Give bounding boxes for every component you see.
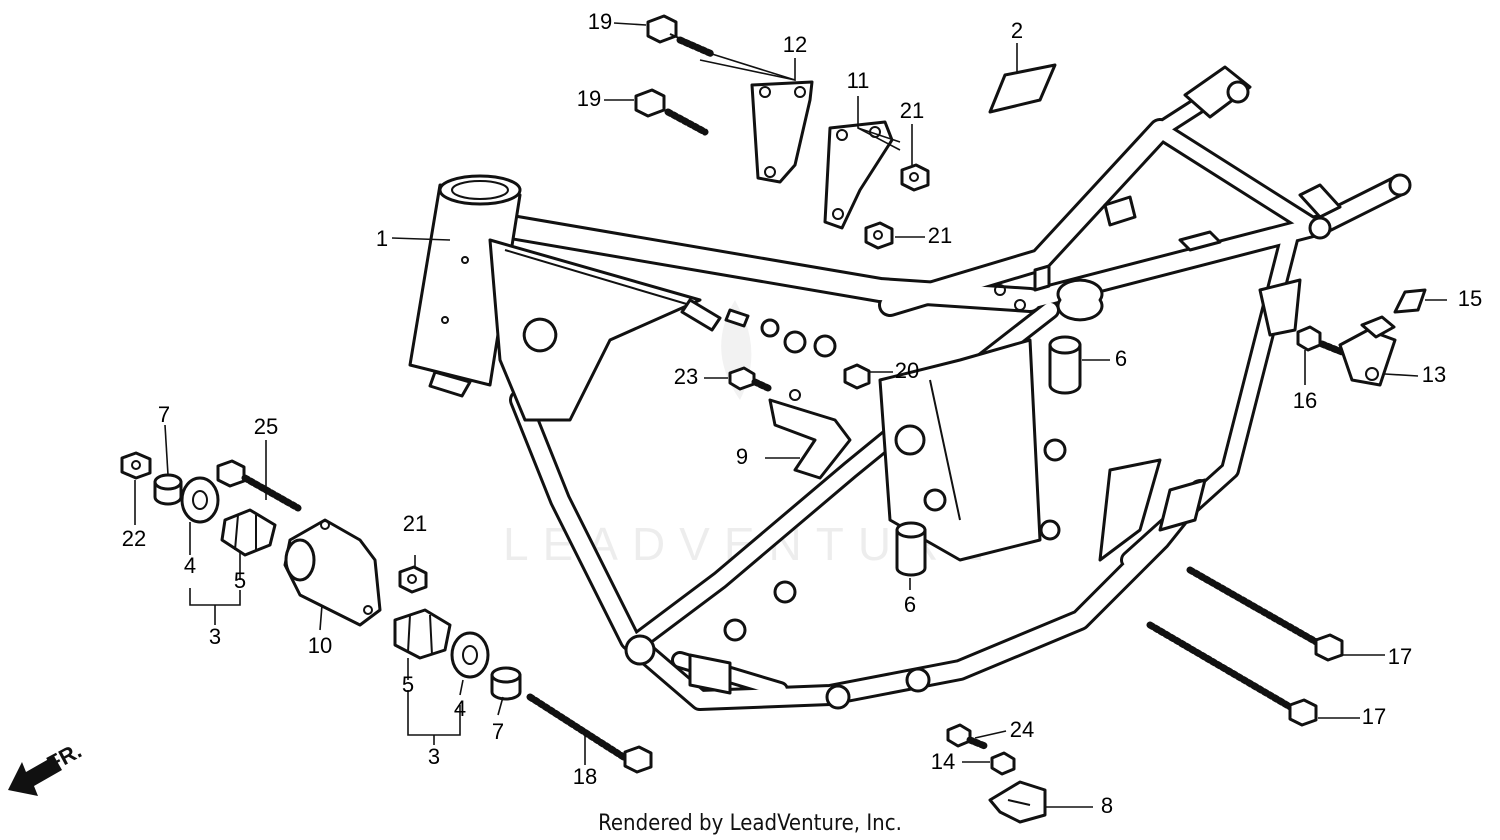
- bracket-13[interactable]: [1338, 315, 1397, 387]
- frame-tubes: [457, 76, 1411, 711]
- callout-24: 24: [1010, 717, 1034, 742]
- callout-1: 1: [376, 226, 388, 251]
- collar-6-upper[interactable]: [1048, 335, 1082, 395]
- steering-head: [408, 174, 702, 422]
- nut-21-lower[interactable]: [398, 565, 428, 594]
- callout-12: 12: [783, 32, 807, 57]
- nut-22[interactable]: [120, 451, 152, 480]
- callout-5-left: 5: [234, 568, 246, 593]
- callout-10: 10: [308, 633, 332, 658]
- callout-7-right: 7: [492, 719, 504, 744]
- callout-3-left: 3: [209, 624, 221, 649]
- callout-14: 14: [931, 749, 955, 774]
- callout-15: 15: [1458, 286, 1482, 311]
- callout-3-right: 3: [428, 744, 440, 769]
- clamp-9[interactable]: [768, 389, 852, 480]
- callout-23: 23: [674, 364, 698, 389]
- leader-lines: [134, 22, 1447, 808]
- collar-7-right[interactable]: [490, 666, 522, 701]
- bolt-24[interactable]: [946, 723, 989, 750]
- callout-9: 9: [736, 444, 748, 469]
- front-direction-arrow: FR.: [8, 738, 86, 796]
- callout-16: 16: [1293, 388, 1317, 413]
- callout-13: 13: [1422, 362, 1446, 387]
- bolt-19-lower[interactable]: [634, 88, 709, 136]
- nut-14[interactable]: [990, 751, 1016, 776]
- callout-17-lower: 17: [1362, 704, 1386, 729]
- callout-21-lower: 21: [403, 511, 427, 536]
- callout-5-right: 5: [402, 672, 414, 697]
- callout-4-right: 4: [454, 696, 466, 721]
- callout-2: 2: [1011, 18, 1023, 43]
- nut-21-upper[interactable]: [900, 163, 930, 192]
- callout-21-middle: 21: [928, 223, 952, 248]
- main-frame[interactable]: [408, 65, 1412, 711]
- callout-6-upper: 6: [1115, 346, 1127, 371]
- bolt-23[interactable]: [728, 366, 772, 392]
- label-2[interactable]: [988, 63, 1057, 114]
- callouts: 19 12 2 19 11 21 1 21 15 6 13 23 20 16 7…: [122, 9, 1482, 818]
- nut-20[interactable]: [843, 363, 871, 390]
- washer-4-right[interactable]: [450, 631, 490, 679]
- callout-25: 25: [254, 414, 278, 439]
- callout-17-upper: 17: [1388, 644, 1412, 669]
- bolt-18[interactable]: [526, 693, 653, 774]
- nut-21-middle[interactable]: [864, 221, 894, 250]
- rubber-5-right[interactable]: [393, 608, 452, 660]
- rubber-5-left[interactable]: [220, 508, 277, 557]
- callout-19-lower: 19: [577, 86, 601, 111]
- callout-21-upper: 21: [900, 98, 924, 123]
- callout-11: 11: [847, 68, 870, 93]
- bolt-19-top[interactable]: [646, 14, 716, 58]
- clip-8[interactable]: [988, 780, 1047, 824]
- bolt-16[interactable]: [1296, 325, 1346, 356]
- footer-credit: Rendered by LeadVenture, Inc.: [598, 811, 902, 836]
- washer-4-left[interactable]: [180, 476, 220, 524]
- center-plates: [878, 65, 1412, 562]
- bolt-25[interactable]: [216, 459, 302, 512]
- arrow-left-icon: [8, 756, 62, 796]
- callout-8: 8: [1101, 793, 1113, 818]
- collar-7-left[interactable]: [153, 473, 183, 506]
- bracket-11[interactable]: [823, 120, 894, 230]
- bracket-12[interactable]: [750, 80, 814, 184]
- callout-6-lower: 6: [904, 592, 916, 617]
- callout-4-left: 4: [184, 553, 196, 578]
- callout-19-top: 19: [588, 9, 612, 34]
- bolt-17-upper[interactable]: [1186, 566, 1344, 662]
- callout-18: 18: [573, 764, 597, 789]
- bolt-17-lower[interactable]: [1146, 621, 1318, 727]
- frame-bosses: [624, 298, 931, 710]
- callout-22: 22: [122, 526, 146, 551]
- hanger-10[interactable]: [283, 518, 382, 627]
- callout-7-left: 7: [158, 402, 170, 427]
- collar-6-lower[interactable]: [895, 521, 927, 577]
- label-15[interactable]: [1393, 288, 1427, 314]
- callout-20: 20: [895, 358, 919, 383]
